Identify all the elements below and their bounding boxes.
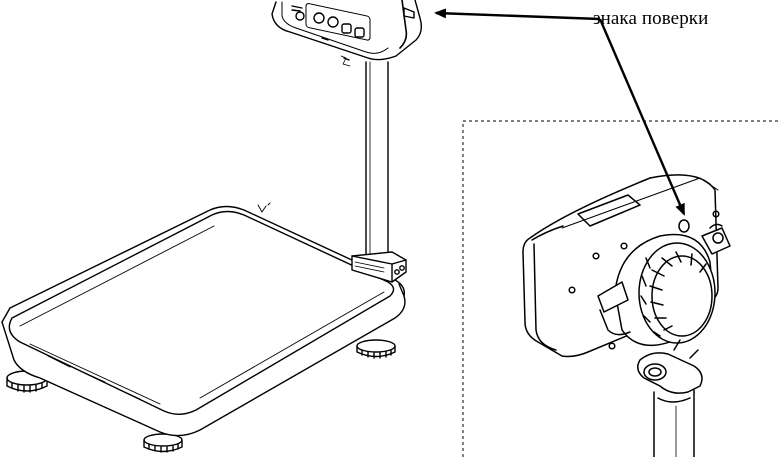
- arrow-to-detail: [598, 18, 686, 216]
- detail-frame: [462, 120, 779, 457]
- arrow-to-indicator: [434, 8, 601, 21]
- clamp-knob: [614, 233, 716, 347]
- verification-mark-spot: [678, 219, 690, 233]
- mark-tick: [257, 202, 271, 213]
- indicator-terminal: [271, 0, 423, 67]
- leveling-foot-back-right: [356, 339, 396, 359]
- terminal-rear-detail: [522, 174, 731, 457]
- pole-clamp: [637, 339, 703, 457]
- callout-arrows: [434, 8, 686, 216]
- leveling-foot-front-right: [143, 433, 183, 453]
- weighing-platter: [8, 210, 395, 415]
- indicator-column: [351, 61, 407, 283]
- verification-mark-label: знака поверки: [593, 8, 709, 29]
- mounting-bracket: [597, 223, 731, 336]
- platform-scale: [1, 0, 423, 453]
